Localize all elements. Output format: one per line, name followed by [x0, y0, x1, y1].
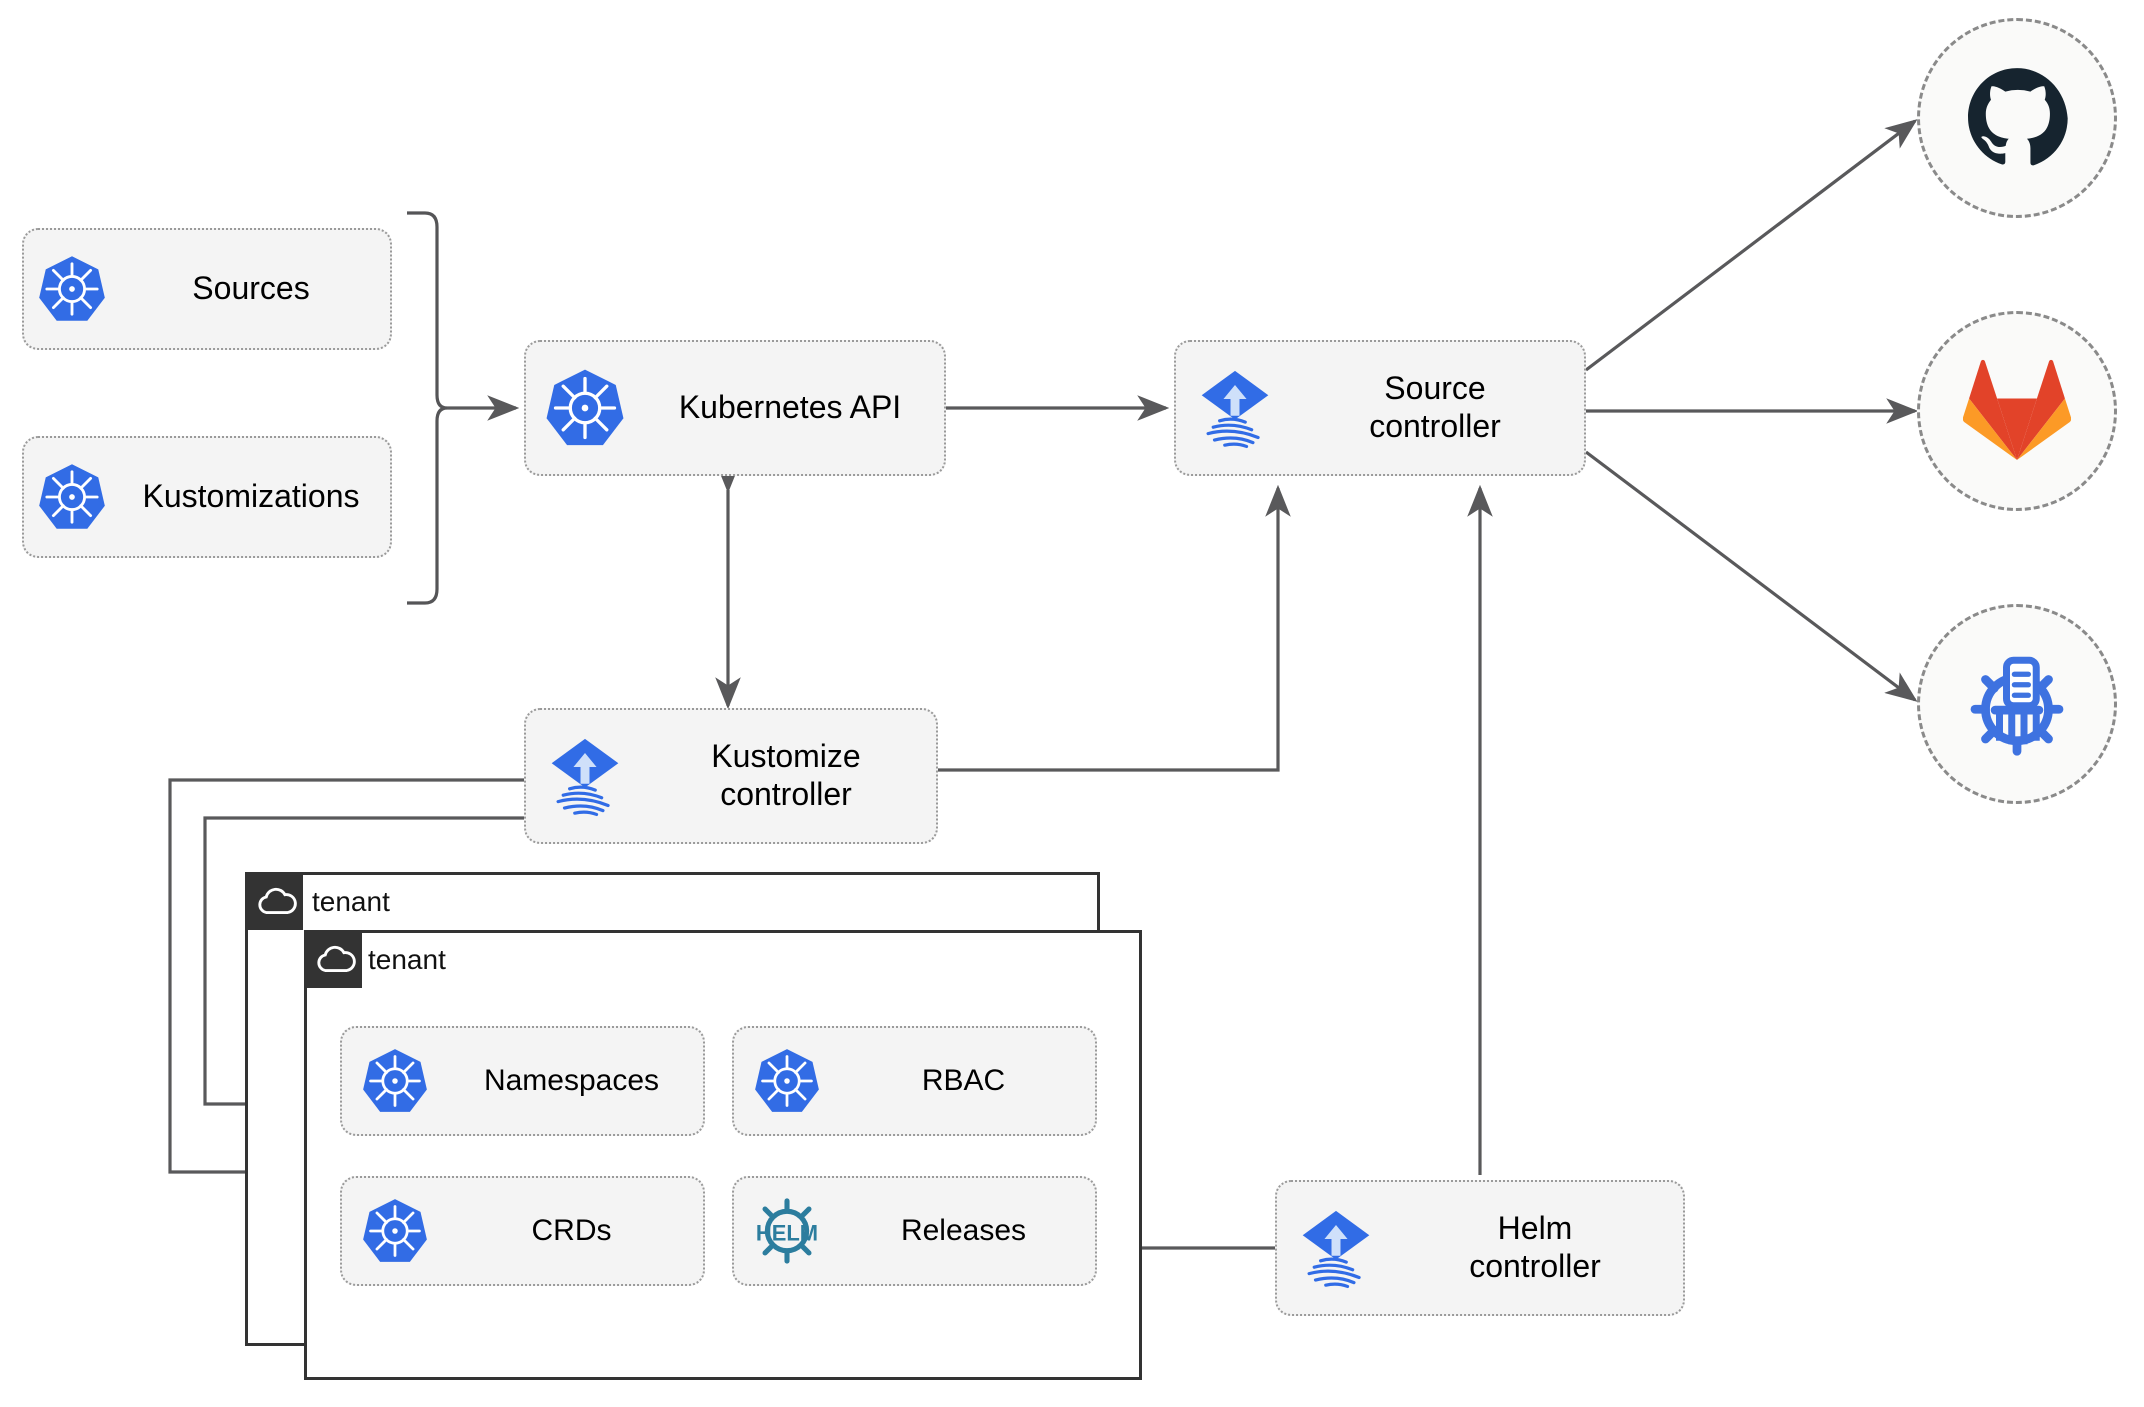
tenant-resource-crds[interactable]: CRDs	[340, 1176, 705, 1286]
tenant-resource-releases[interactable]: HELM Releases	[732, 1176, 1097, 1286]
cloud-icon	[317, 945, 356, 972]
github-icon	[1968, 68, 2068, 166]
tenant-tab-back[interactable]	[245, 872, 303, 930]
gitlab-icon	[1963, 359, 2071, 460]
kubernetes-icon	[24, 254, 120, 324]
tenant-resource-label: Namespaces	[483, 1064, 660, 1098]
kubernetes-icon	[342, 1047, 448, 1115]
node-label: Helm controller	[1469, 1210, 1601, 1284]
tenant-resource-rbac[interactable]: RBAC	[732, 1026, 1097, 1136]
tenant-title-back: tenant	[312, 886, 390, 917]
flux-icon	[1176, 367, 1294, 449]
helm-icon: HELM	[734, 1194, 840, 1268]
tenant-resource-label: CRDs	[531, 1214, 612, 1248]
endpoint-helm-registry[interactable]	[1917, 604, 2117, 804]
kubernetes-icon	[24, 462, 120, 532]
tenant-resource-label: RBAC	[921, 1064, 1006, 1098]
kubernetes-icon	[734, 1047, 840, 1115]
kubernetes-icon	[526, 367, 644, 449]
resource-label: Sources	[192, 270, 310, 307]
tenant-resource-label: Releases	[900, 1214, 1027, 1248]
kubernetes-icon	[342, 1197, 448, 1265]
helm-chart-registry-icon	[1970, 656, 2064, 756]
tenant-resource-namespaces[interactable]: Namespaces	[340, 1026, 705, 1136]
flux-icon	[526, 735, 644, 817]
node-label: Kubernetes API	[678, 389, 902, 426]
tenant-window-front[interactable]	[304, 930, 1142, 1380]
node-helm-controller[interactable]: Helm controller	[1275, 1180, 1685, 1316]
node-kubernetes-api[interactable]: Kubernetes API	[524, 340, 946, 476]
node-label: Source controller	[1369, 370, 1501, 444]
resource-box-kustomizations[interactable]: Kustomizations	[22, 436, 392, 558]
svg-text:HELM: HELM	[756, 1220, 818, 1245]
endpoint-github[interactable]	[1917, 18, 2117, 218]
endpoint-gitlab[interactable]	[1917, 311, 2117, 511]
tenant-title-front: tenant	[368, 944, 446, 975]
node-kustomize-controller[interactable]: Kustomize controller	[524, 708, 938, 844]
cloud-icon	[258, 887, 297, 914]
tenant-tab-front[interactable]	[304, 930, 362, 988]
flux-icon	[1277, 1207, 1395, 1289]
resource-box-sources[interactable]: Sources	[22, 228, 392, 350]
node-label: Kustomize controller	[711, 738, 861, 812]
node-source-controller[interactable]: Source controller	[1174, 340, 1586, 476]
resource-label: Kustomizations	[142, 478, 360, 515]
